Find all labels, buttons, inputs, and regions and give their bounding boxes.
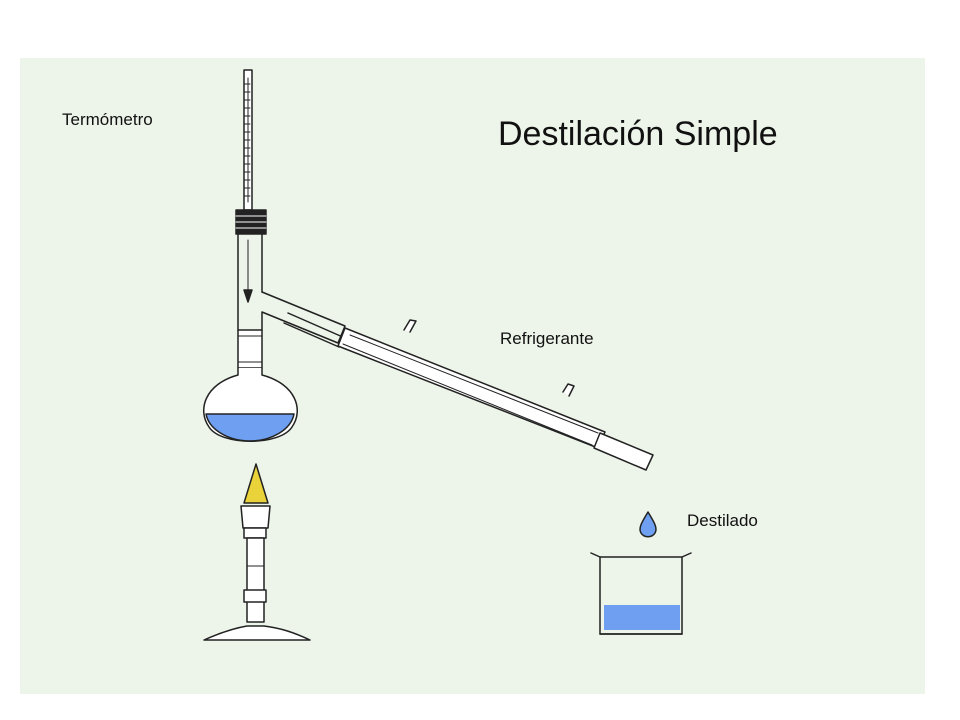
bunsen-burner: [203, 505, 311, 641]
diagram-background: [20, 58, 925, 694]
label-distillate: Destilado: [687, 511, 758, 530]
label-condenser: Refrigerante: [500, 329, 594, 348]
condenser: [283, 312, 654, 471]
distillation-head: [237, 233, 346, 369]
distillate-drop: [639, 511, 657, 538]
rubber-stopper: [235, 209, 267, 235]
round-bottom-flask: [202, 367, 298, 442]
label-thermometer: Termómetro: [62, 110, 153, 129]
thermometer: [243, 69, 253, 303]
beaker: [590, 552, 692, 635]
diagram-title: Destilación Simple: [498, 115, 778, 153]
burner-flame: [243, 463, 269, 504]
